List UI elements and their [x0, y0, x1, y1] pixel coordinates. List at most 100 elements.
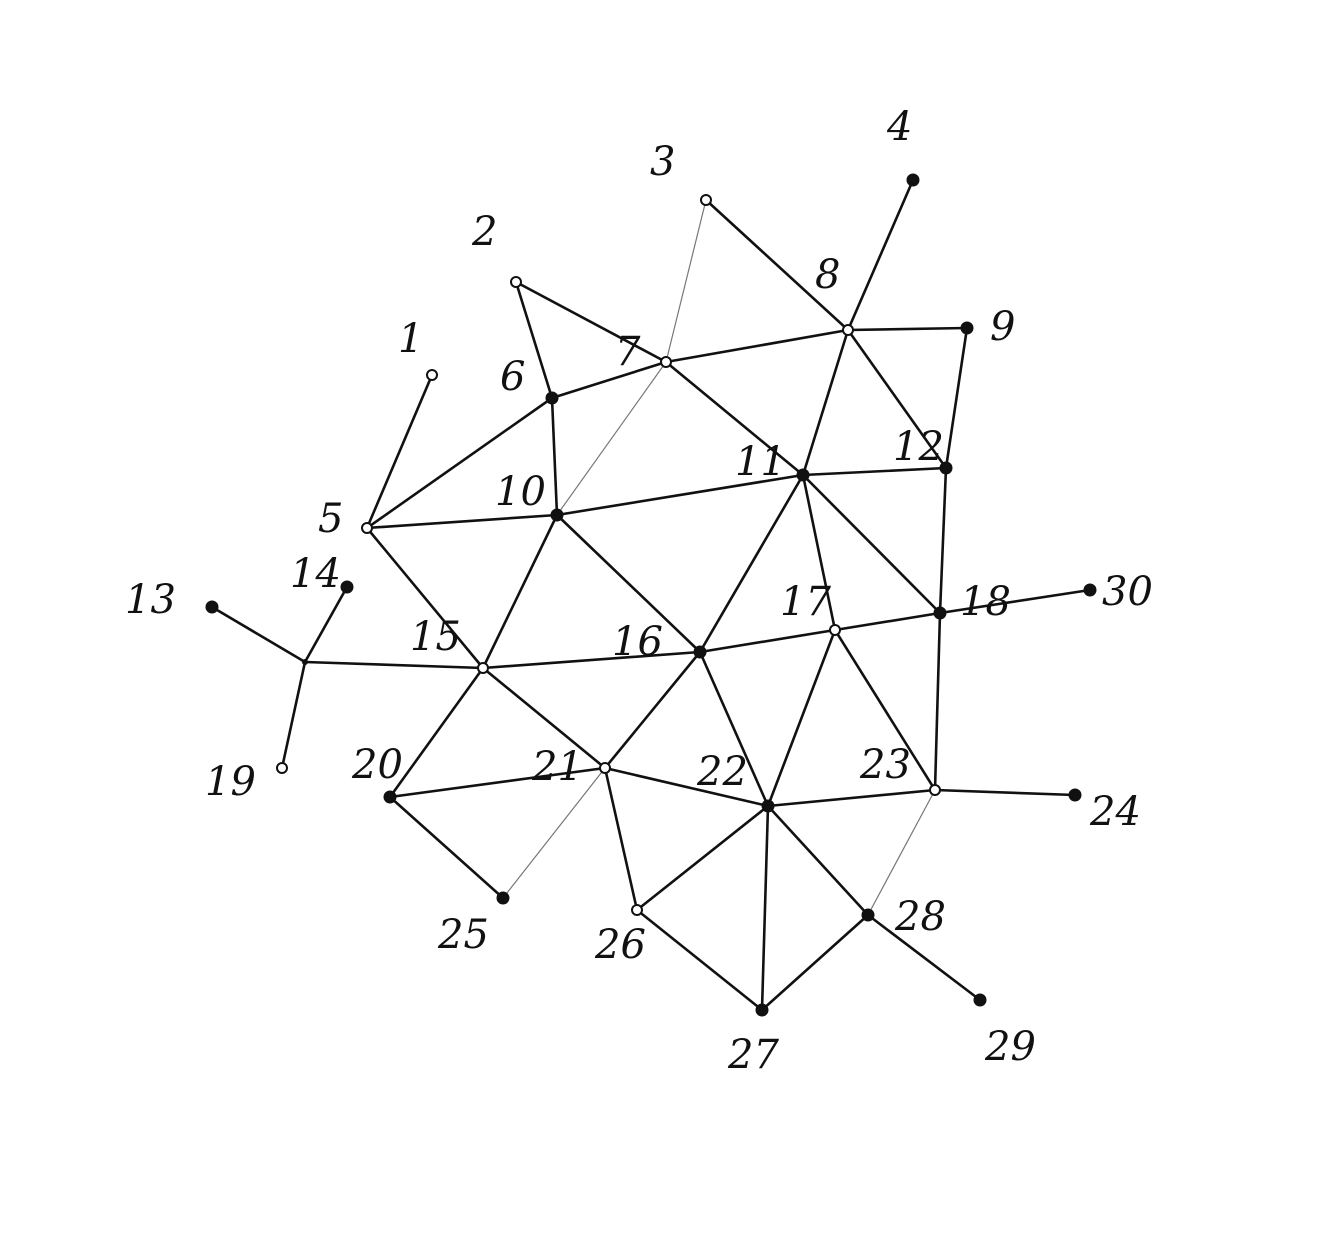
edge-16-22 [698, 650, 770, 808]
edge-15-21 [481, 666, 607, 770]
node-label-7: 7 [615, 329, 641, 375]
node-6 [545, 391, 559, 405]
node-label-21: 21 [531, 744, 583, 790]
edge-17-18 [833, 611, 942, 632]
edge-28-29 [866, 913, 982, 1002]
node-label-24: 24 [1089, 789, 1141, 835]
node-label-25: 25 [437, 912, 489, 958]
edge-13-J [210, 605, 307, 664]
node-15 [477, 662, 489, 674]
edge-20-25 [388, 795, 505, 900]
node-label-1: 1 [398, 316, 423, 362]
edge-27-28 [760, 913, 870, 1012]
edge-23-28 [867, 789, 936, 916]
node-20 [383, 790, 397, 804]
node-label-10: 10 [495, 469, 546, 515]
node-label-6: 6 [500, 354, 525, 400]
edge-2-6 [514, 280, 554, 400]
node-17 [829, 624, 841, 636]
edge-23-24 [933, 788, 1077, 797]
edge-15-20 [388, 666, 485, 799]
edge-5-15 [365, 526, 485, 670]
edge-5-10 [365, 513, 559, 530]
node-3 [700, 194, 712, 206]
edge-10-15 [481, 513, 559, 670]
edge-16-21 [603, 650, 702, 770]
node-22 [761, 799, 775, 813]
node-label-8: 8 [815, 252, 840, 298]
junction-point [302, 659, 308, 665]
edge-12-18 [938, 466, 948, 615]
node-label-22: 22 [696, 749, 748, 795]
node-21 [599, 762, 611, 774]
edge-8-9 [846, 326, 969, 332]
edge-17-23 [833, 628, 937, 792]
node-12 [939, 461, 953, 475]
edge-4-8 [846, 178, 915, 332]
node-label-3: 3 [650, 139, 675, 185]
node-label-20: 20 [351, 742, 403, 788]
node-9 [960, 321, 974, 335]
edge-11-12 [801, 466, 948, 477]
edge-9-12 [944, 326, 969, 470]
node-label-23: 23 [859, 742, 911, 788]
node-label-13: 13 [125, 577, 176, 623]
edge-3-8 [704, 198, 850, 332]
edge-8-11 [801, 328, 850, 477]
edge-22-26 [635, 804, 770, 912]
edge-10-11 [555, 473, 805, 517]
edge-1-5 [365, 373, 434, 530]
edge-22-28 [766, 804, 870, 917]
node-7 [660, 356, 672, 368]
node-5 [361, 522, 373, 534]
node-8 [842, 324, 854, 336]
edge-16-17 [698, 628, 837, 654]
edge-21-25 [502, 767, 606, 899]
node-label-15: 15 [410, 614, 461, 660]
edge-14-J [303, 585, 349, 664]
edge-19-J [280, 660, 307, 770]
node-30 [1083, 583, 1097, 597]
node-4 [906, 173, 920, 187]
node-label-28: 28 [894, 894, 946, 940]
node-label-29: 29 [984, 1024, 1036, 1070]
edge-20-21 [388, 766, 607, 799]
node-label-17: 17 [780, 579, 831, 625]
node-29 [973, 993, 987, 1007]
node-24 [1068, 788, 1082, 802]
node-23 [929, 784, 941, 796]
edge-6-7 [550, 360, 668, 400]
node-layer [205, 173, 1097, 1017]
edge-17-22 [766, 628, 837, 808]
node-16 [693, 645, 707, 659]
node-2 [510, 276, 522, 288]
edge-26-27 [635, 908, 764, 1012]
edge-11-18 [801, 473, 942, 615]
node-label-2: 2 [471, 209, 497, 255]
edge-22-23 [766, 788, 937, 808]
node-label-27: 27 [727, 1032, 779, 1078]
edge-8-12 [846, 328, 948, 470]
node-25 [496, 891, 510, 905]
node-19 [276, 762, 288, 774]
edge-18-30 [938, 588, 1092, 615]
node-27 [755, 1003, 769, 1017]
node-18 [933, 606, 947, 620]
edge-3-7 [665, 199, 707, 363]
node-label-16: 16 [612, 619, 663, 665]
node-label-4: 4 [886, 104, 912, 150]
node-label-11: 11 [735, 439, 786, 485]
node-label-9: 9 [990, 304, 1015, 350]
node-28 [861, 908, 875, 922]
edge-21-22 [603, 766, 770, 808]
edge-10-16 [555, 513, 702, 654]
edge-15-16 [481, 650, 702, 670]
edge-layer [210, 178, 1092, 1012]
edge-7-8 [664, 328, 850, 364]
edge-11-16 [698, 473, 805, 654]
node-label-26: 26 [594, 922, 646, 968]
edge-22-27 [760, 804, 770, 1012]
node-11 [796, 468, 810, 482]
